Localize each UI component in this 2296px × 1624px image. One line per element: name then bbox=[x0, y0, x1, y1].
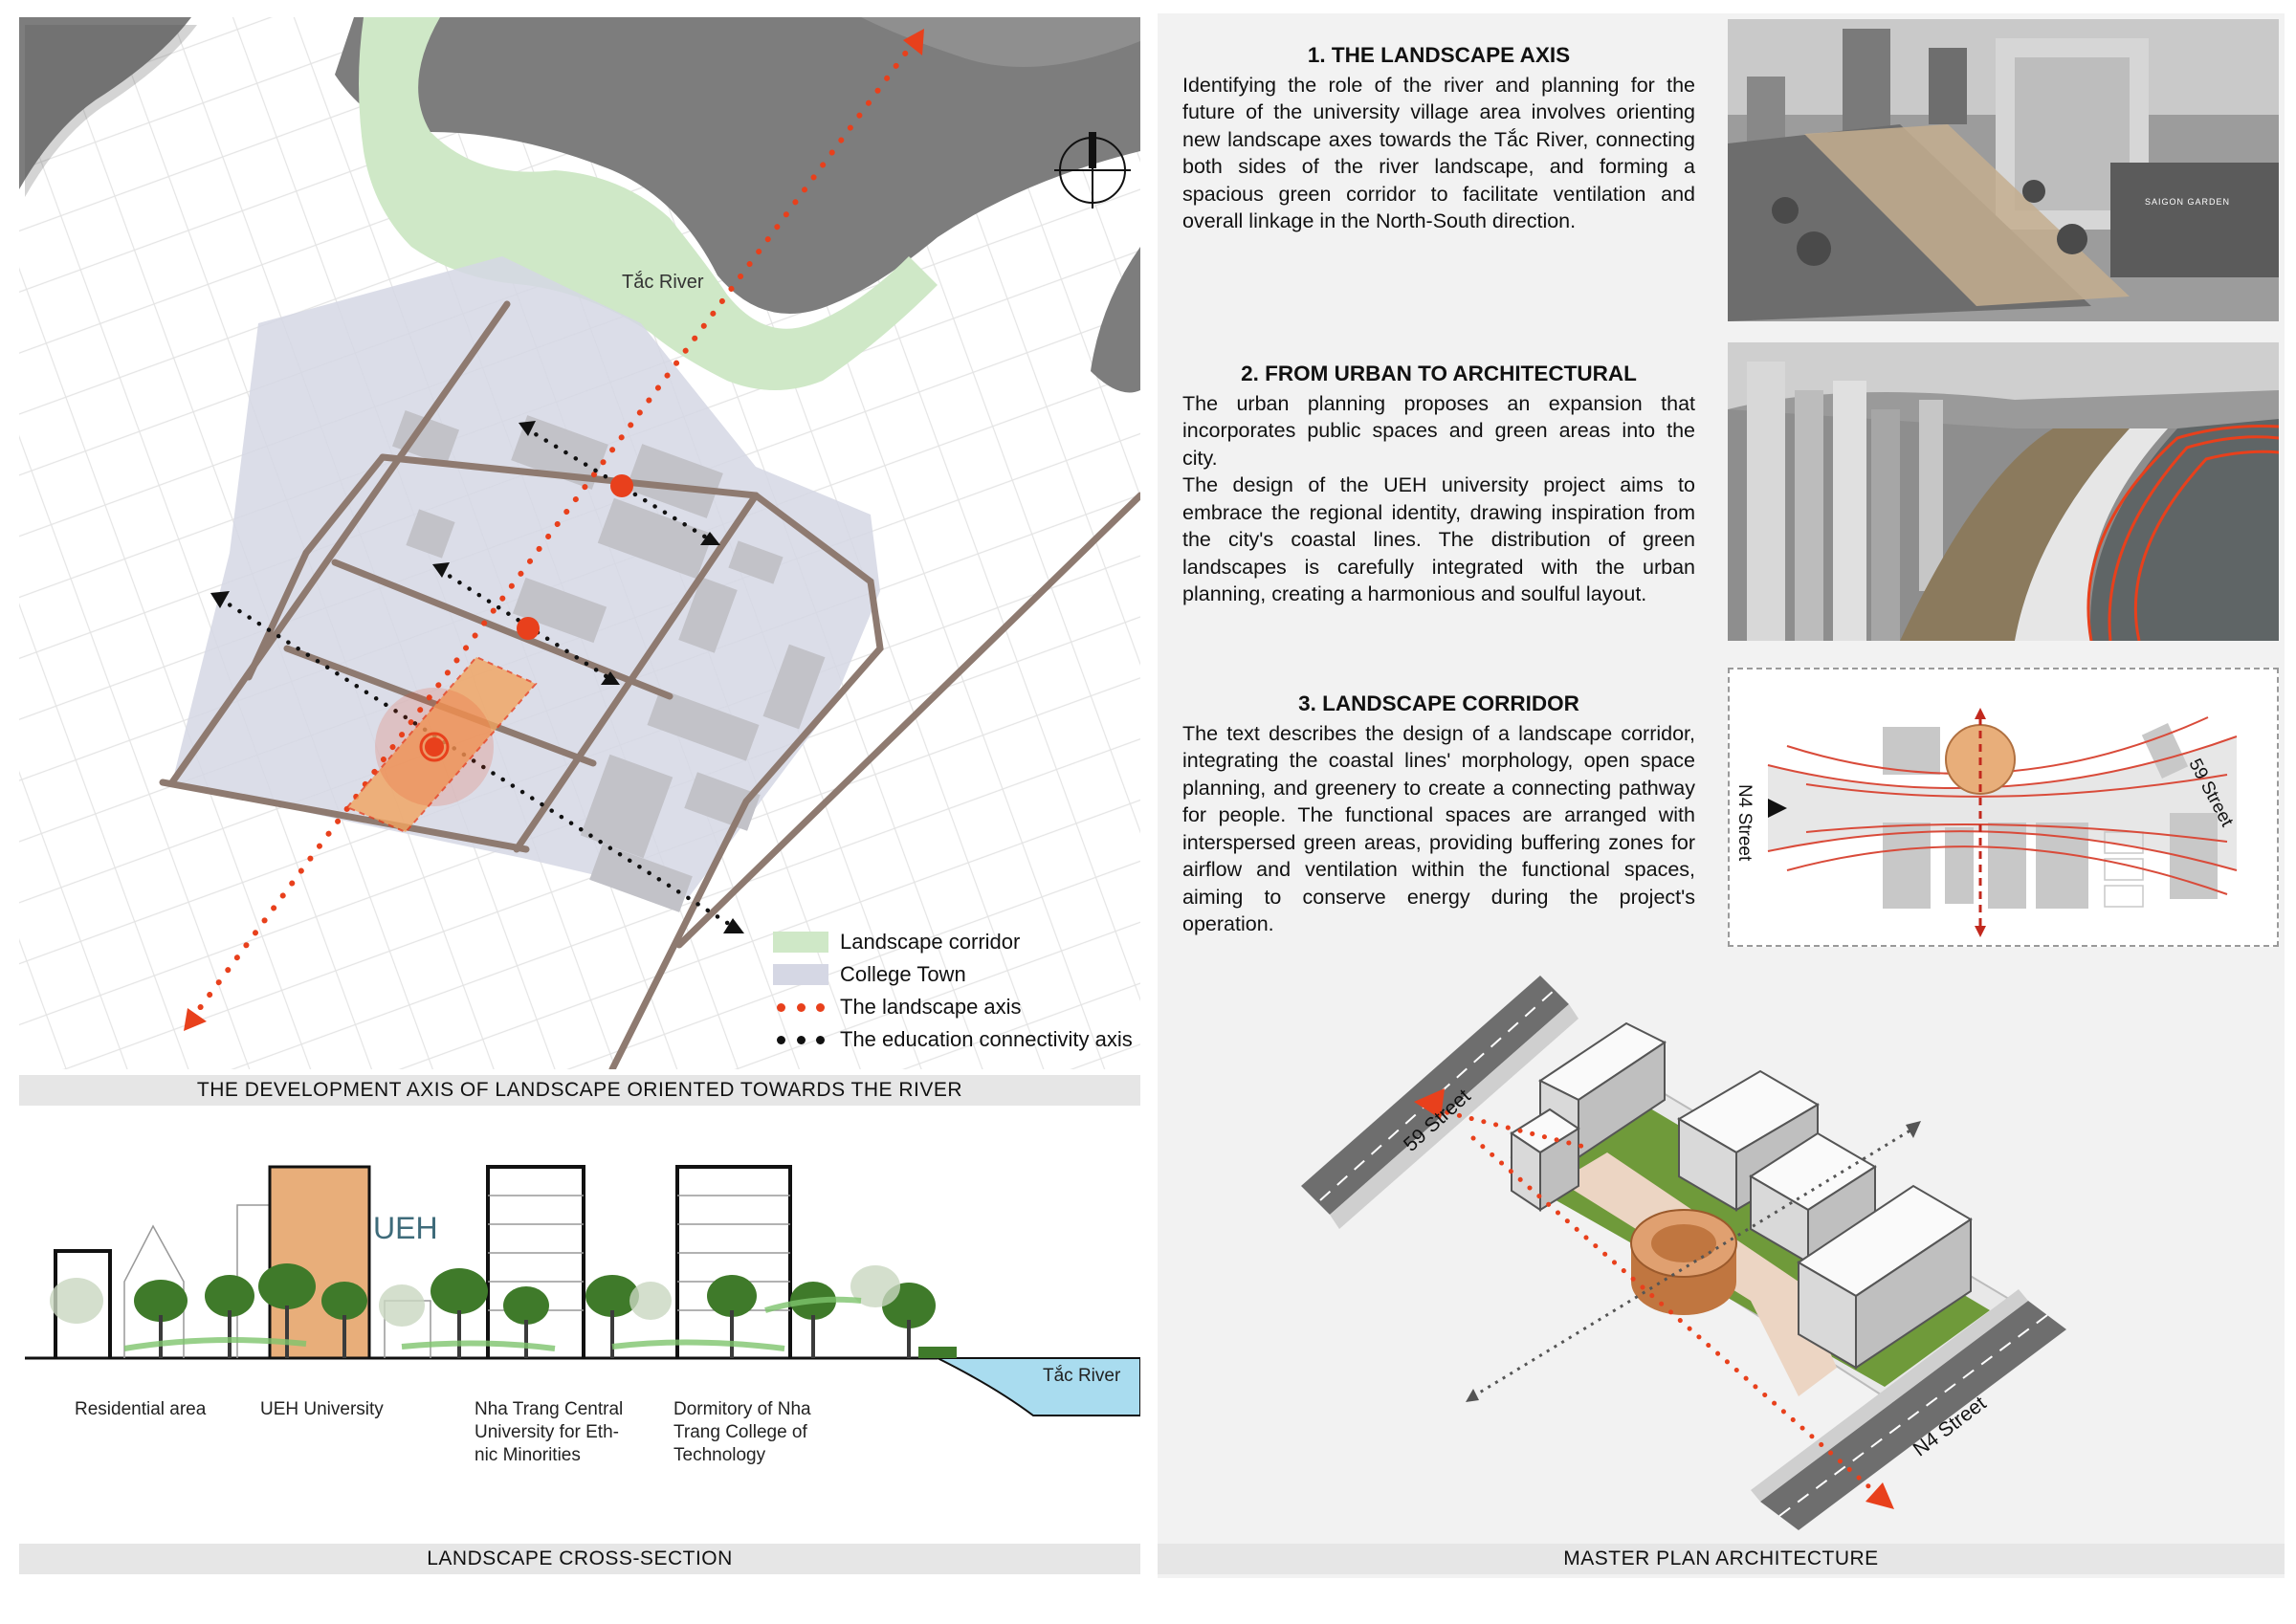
diagram-red-curves bbox=[1767, 716, 2238, 895]
legend-landscape-corridor: Landscape corridor bbox=[773, 926, 1146, 958]
diagram-buildings bbox=[1883, 723, 2218, 909]
corridor-diagram: N4 Street 59 Street bbox=[1728, 668, 2279, 947]
legend-swatch-red-dots bbox=[773, 997, 828, 1018]
promenade-highlight bbox=[1804, 124, 2130, 306]
map-caption: THE DEVELOPMENT AXIS OF LANDSCAPE ORIENT… bbox=[19, 1075, 1140, 1106]
section-river-label: Tắc River bbox=[1043, 1366, 1121, 1386]
education-axis-arrows bbox=[210, 421, 744, 933]
map-river-label: Tắc River bbox=[622, 272, 704, 293]
axis-node-2 bbox=[517, 617, 540, 640]
map-legend: Landscape corridor College Town The land… bbox=[773, 926, 1146, 1056]
main-roads bbox=[159, 300, 1144, 1073]
street-n4 bbox=[1751, 1289, 2066, 1530]
text-urban-architectural: 2. FROM URBAN TO ARCHITECTURAL The urban… bbox=[1182, 362, 1695, 605]
landscape-cross-section: UEH Tắc River Residential area UEH Unive… bbox=[19, 1119, 1141, 1540]
section-caption: LANDSCAPE CROSS-SECTION bbox=[19, 1544, 1140, 1574]
axis-arrow-bottom bbox=[184, 1008, 207, 1031]
label-residential: Residential area bbox=[75, 1399, 207, 1419]
diagram-arrow-icon bbox=[1768, 799, 1787, 818]
map-buildings bbox=[391, 409, 826, 912]
photo-sign: SAIGON GARDEN bbox=[2145, 197, 2231, 207]
north-arrow-icon bbox=[1054, 132, 1131, 208]
master-axis-arrow-bottom bbox=[1866, 1482, 1894, 1509]
photo-river-promenade: SAIGON GARDEN bbox=[1728, 19, 2279, 321]
corridor-funnel bbox=[1768, 736, 2237, 870]
river-top-left bbox=[19, 17, 191, 189]
cross-section-svg bbox=[25, 1165, 1141, 1416]
photo-coastline bbox=[1728, 342, 2280, 642]
airflow-arrows bbox=[123, 1296, 862, 1351]
axis-node-1 bbox=[610, 474, 633, 497]
legend-swatch-black-dots bbox=[773, 1029, 828, 1050]
ueh-site-node bbox=[425, 737, 444, 757]
label-dorm: Dormitory of Nha Trang College of Techno… bbox=[673, 1399, 811, 1465]
development-axis-map: Tắc River bbox=[19, 17, 1144, 1073]
text-landscape-corridor: 3. LANDSCAPE CORRIDOR The text describes… bbox=[1182, 691, 1695, 935]
text-landscape-axis: 1. THE LANDSCAPE AXIS Identifying the ro… bbox=[1182, 43, 1695, 232]
master-axis-arrow-top bbox=[1414, 1088, 1445, 1119]
ueh-building-block bbox=[268, 1165, 371, 1360]
diagram-street-left: N4 Street bbox=[1734, 784, 1755, 862]
legend-swatch-lavender bbox=[773, 964, 828, 985]
ueh-sign: UEH bbox=[373, 1211, 438, 1245]
landscape-axis-line bbox=[188, 35, 919, 1022]
coastline-red-lines bbox=[2086, 425, 2280, 642]
label-ueh: UEH University bbox=[260, 1399, 384, 1419]
master-landscape-axis bbox=[1470, 1135, 1878, 1495]
section-river bbox=[937, 1357, 1141, 1416]
label-nhatrang: Nha Trang Central University for Eth- ni… bbox=[475, 1399, 624, 1465]
walkway bbox=[1559, 1152, 1837, 1396]
tac-river bbox=[335, 17, 1140, 314]
legend-swatch-green bbox=[773, 932, 828, 953]
map-svg bbox=[19, 17, 1144, 1073]
coastal-park bbox=[1900, 428, 2130, 641]
axis-arrow-top bbox=[903, 29, 924, 55]
master-plan-axonometric: 59 Street N4 Street bbox=[1301, 966, 2267, 1540]
legend-landscape-axis: The landscape axis bbox=[773, 991, 1146, 1023]
landscape-corridor-zone bbox=[359, 17, 938, 390]
legend-education-axis: The education connectivity axis bbox=[773, 1023, 1146, 1056]
master-buildings bbox=[1510, 1021, 1973, 1370]
legend-college-town: College Town bbox=[773, 958, 1146, 991]
section-trees bbox=[50, 1263, 957, 1358]
masterplan-caption: MASTER PLAN ARCHITECTURE bbox=[1158, 1544, 2285, 1574]
